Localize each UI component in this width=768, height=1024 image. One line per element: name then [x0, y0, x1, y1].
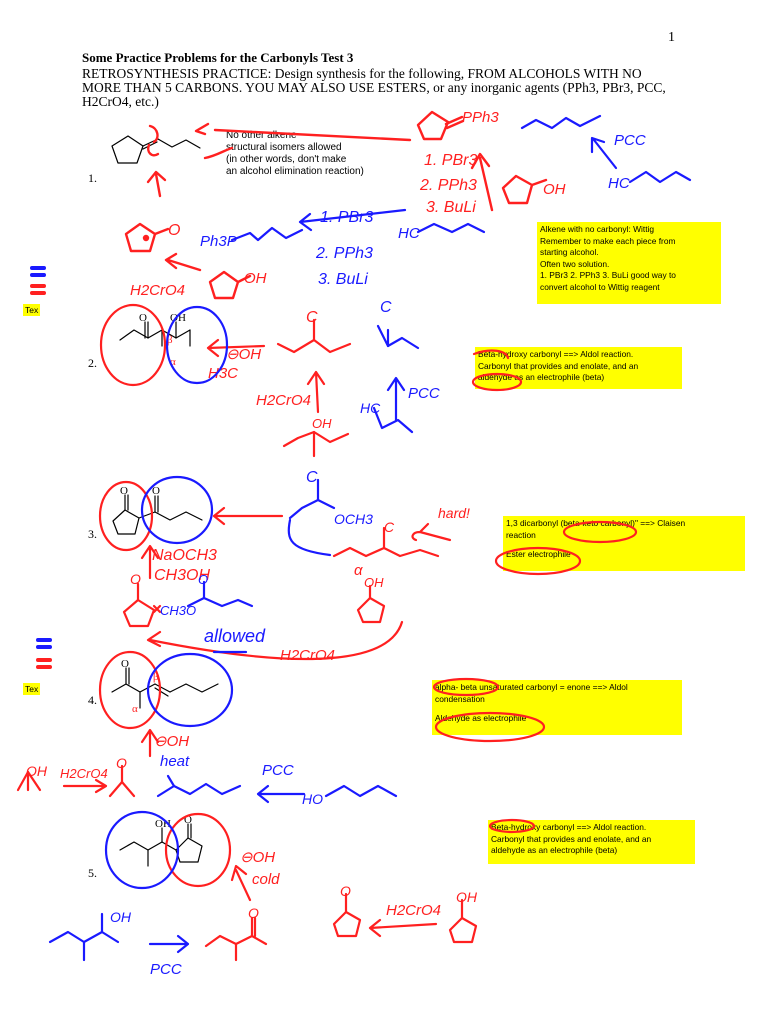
svg-text:PPh3: PPh3 — [462, 109, 499, 126]
svg-text:H3C: H3C — [208, 365, 238, 382]
svg-text:β: β — [153, 671, 159, 683]
circle-annotation — [104, 810, 180, 890]
circle-annotation — [98, 650, 162, 730]
svg-text:cold: cold — [252, 871, 280, 888]
svg-text:⊖OH: ⊖OH — [154, 733, 189, 750]
svg-text:O: O — [139, 312, 147, 324]
retro-arrow — [213, 128, 412, 142]
svg-text:OH: OH — [110, 909, 132, 925]
svg-text:OH: OH — [543, 181, 566, 198]
svg-text:H2CrO4: H2CrO4 — [60, 766, 108, 781]
svg-text:β: β — [167, 334, 173, 346]
svg-text:H2CrO4: H2CrO4 — [280, 647, 335, 664]
svg-text:H2CrO4: H2CrO4 — [386, 902, 441, 919]
sidebar-stripes-icon — [30, 266, 52, 669]
svg-text:1. PBr3: 1. PBr3 — [320, 209, 373, 226]
problem-1-note: No other alkene structural isomers allow… — [226, 130, 364, 177]
target-molecule-2: O OH — [119, 312, 191, 347]
svg-text:O: O — [152, 485, 160, 497]
svg-text:C: C — [384, 519, 395, 535]
problem-number-4: 4. — [88, 693, 97, 707]
svg-text:CH3OH: CH3OH — [154, 567, 210, 584]
svg-text:⊖OH: ⊖OH — [226, 346, 261, 363]
hint-box-4: alpha- beta unsaturated carbonyl = enone… — [432, 680, 682, 735]
svg-text:PCC: PCC — [150, 961, 182, 978]
retro-arrow — [164, 252, 202, 272]
problem-number-1: 1. — [88, 171, 97, 185]
svg-text:OH: OH — [456, 889, 478, 905]
target-molecule-4: O — [111, 658, 219, 709]
svg-text:HO: HO — [302, 791, 323, 807]
tex-tag: Tex — [23, 683, 41, 695]
svg-text:O: O — [121, 658, 129, 670]
svg-text:heat: heat — [160, 753, 190, 770]
retro-arrow — [212, 506, 284, 526]
svg-text:CH3O: CH3O — [160, 603, 196, 618]
svg-text:hard!: hard! — [438, 505, 470, 521]
svg-text:NaOCH3: NaOCH3 — [152, 547, 217, 564]
svg-text:C: C — [306, 309, 318, 326]
svg-text:PCC: PCC — [408, 385, 440, 402]
circle-annotation — [99, 303, 167, 387]
svg-text:OH: OH — [312, 416, 332, 431]
page-number: 1 — [668, 30, 675, 45]
svg-text:O: O — [184, 814, 192, 826]
svg-text:OH: OH — [155, 818, 171, 830]
svg-text:H2CrO4: H2CrO4 — [130, 282, 185, 299]
circle-annotation — [164, 812, 232, 888]
svg-text:α: α — [354, 562, 363, 579]
retro-arrow — [146, 620, 404, 661]
svg-text:O: O — [120, 485, 128, 497]
svg-text:H2CrO4: H2CrO4 — [256, 392, 311, 409]
svg-text:HC: HC — [608, 175, 630, 192]
instructions: RETROSYNTHESIS PRACTICE: Design synthesi… — [82, 66, 666, 109]
retro-arrow — [298, 208, 407, 232]
svg-text:α: α — [170, 356, 176, 368]
svg-text:3. BuLi: 3. BuLi — [318, 271, 368, 288]
circle-annotation — [146, 652, 234, 728]
page-title: Some Practice Problems for the Carbonyls… — [82, 50, 354, 65]
retro-arrow — [206, 338, 266, 358]
problem-number-5: 5. — [88, 866, 97, 880]
disconnection-mark — [148, 124, 159, 144]
svg-text:O: O — [130, 571, 141, 587]
svg-text:2. PPh3: 2. PPh3 — [315, 245, 373, 262]
target-molecule-3: O O — [112, 485, 203, 535]
svg-text:C: C — [380, 299, 392, 316]
retro-arrow — [146, 170, 167, 198]
circle-annotation — [140, 475, 214, 545]
svg-text:O: O — [198, 572, 208, 587]
svg-text:O: O — [116, 755, 127, 771]
svg-text:O: O — [248, 905, 259, 921]
hint-box-1: Alkene with no carbonyl: Wittig Remember… — [537, 222, 721, 304]
svg-text:C: C — [306, 469, 318, 486]
svg-text:HC: HC — [360, 400, 381, 416]
svg-text:PCC: PCC — [614, 132, 646, 149]
svg-text:allowed: allowed — [204, 626, 266, 646]
circle-annotation — [98, 480, 154, 552]
hint-box-5: Beta-hydroxy carbonyl ==> Aldol reaction… — [488, 820, 695, 864]
svg-text:3. BuLi: 3. BuLi — [426, 199, 476, 216]
svg-text:OH: OH — [244, 270, 267, 287]
svg-text:O: O — [168, 222, 180, 239]
problem-number-3: 3. — [88, 527, 97, 541]
svg-text:⊖OH: ⊖OH — [240, 849, 275, 866]
svg-text:2. PPh3: 2. PPh3 — [419, 177, 477, 194]
svg-text:1. PBr3: 1. PBr3 — [424, 152, 477, 169]
svg-text:α: α — [132, 703, 138, 715]
problem-number-2: 2. — [88, 356, 97, 370]
svg-text:OH: OH — [26, 763, 48, 779]
svg-text:O: O — [340, 883, 351, 899]
circle-annotation — [165, 305, 229, 385]
target-molecule-5: OH O — [119, 814, 203, 867]
svg-text:HC: HC — [398, 225, 420, 242]
svg-text:PCC: PCC — [262, 762, 294, 779]
svg-text:OCH3: OCH3 — [334, 511, 373, 527]
svg-text:Ph3P: Ph3P — [200, 233, 237, 250]
svg-text:OH: OH — [364, 575, 384, 590]
tex-tag: Tex — [23, 304, 41, 316]
hint-box-2: Beta-hydroxy carbonyl ==> Aldol reaction… — [475, 347, 682, 389]
